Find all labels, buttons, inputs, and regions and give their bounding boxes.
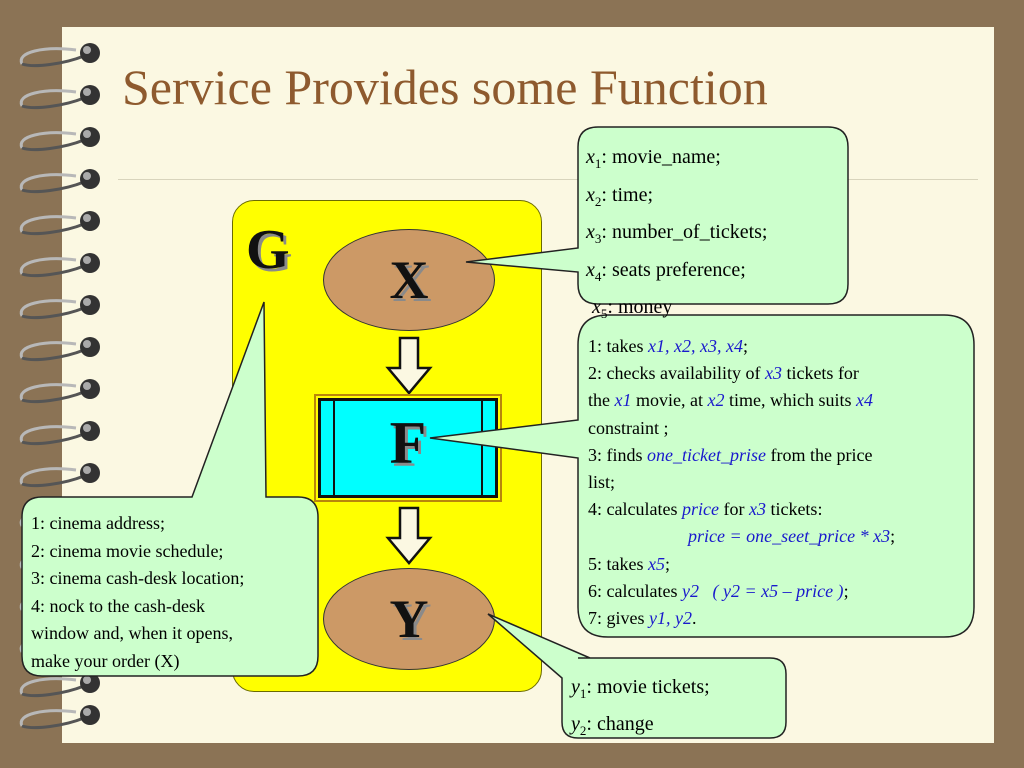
- input-item: x3: number_of_tickets;: [586, 221, 768, 246]
- environment-item: 3: cinema cash-desk location;: [31, 568, 245, 588]
- ring-icon: [19, 337, 100, 362]
- down-arrow-icon: [385, 336, 433, 395]
- environment-label: G: [246, 219, 290, 281]
- input-label: X: [389, 250, 429, 310]
- function-box-line: [333, 401, 335, 495]
- function-box-line: [481, 401, 483, 495]
- step-line: constraint ;: [588, 417, 669, 438]
- inputs-list: x1: movie_name; x2: time; x3: number_of_…: [586, 142, 767, 330]
- step-line: 3: finds one_ticket_prise from the price: [588, 444, 873, 465]
- ring-icon: [19, 169, 100, 194]
- step-line: 4: calculates price for x3 tickets:: [588, 499, 823, 520]
- step-line: 7: gives y1, y2.: [588, 608, 697, 629]
- function-label: F: [389, 410, 427, 476]
- outputs-callout: [487, 613, 787, 739]
- environment-item: make your order (X): [31, 650, 180, 671]
- step-line: 1: takes x1, x2, x3, x4;: [588, 336, 748, 356]
- ring-icon: [19, 253, 100, 278]
- step-line: 2: checks availability of x3 tickets for: [588, 363, 859, 384]
- outputs-list: y1: movie tickets; y2: change: [571, 672, 710, 746]
- output-oval: Y: [323, 568, 495, 670]
- ring-icon: [19, 421, 100, 446]
- down-arrow-icon: [385, 506, 433, 565]
- inputs-callout: [465, 126, 849, 305]
- output-item: y2: change: [571, 713, 654, 738]
- title-divider: [118, 179, 978, 180]
- function-callout: [429, 314, 975, 638]
- output-label: Y: [389, 589, 429, 649]
- step-line: 6: calculates y2 ( y2 = x5 – price );: [588, 580, 849, 601]
- ring-icon: [19, 85, 100, 110]
- step-line: the x1 movie, at x2 time, which suits x4: [588, 390, 873, 411]
- ring-icon: [19, 673, 100, 698]
- slide-title: Service Provides some Function: [122, 59, 768, 115]
- ring-icon: [19, 379, 100, 404]
- environment-list: 1: cinema address; 2: cinema movie sched…: [31, 510, 311, 675]
- ring-icon: [19, 211, 100, 236]
- input-item: x5: money: [592, 296, 673, 321]
- environment-item: 2: cinema movie schedule;: [31, 540, 224, 561]
- input-item: x2: time;: [586, 183, 654, 209]
- step-line: price = one_seet_price * x3;: [688, 526, 896, 547]
- environment-item: 4: nock to the cash-desk: [31, 595, 205, 616]
- environment-item: 1: cinema address;: [31, 513, 165, 533]
- output-item: y1: movie tickets;: [571, 676, 710, 701]
- ring-icon: [19, 295, 100, 320]
- function-box: F: [314, 394, 502, 502]
- step-line: 5: takes x5;: [588, 553, 671, 574]
- input-item: x1: movie_name;: [586, 146, 721, 171]
- ring-icon: [19, 127, 100, 152]
- step-line: list;: [588, 472, 616, 493]
- ring-icon: [19, 43, 100, 68]
- environment-callout: [21, 301, 319, 677]
- ring-icon: [19, 705, 100, 730]
- input-item: x4: seats preference;: [586, 258, 746, 284]
- function-steps: 1: takes x1, x2, x3, x4; 2: checks avail…: [588, 333, 958, 632]
- environment-item: window and, when it opens,: [31, 623, 233, 643]
- input-oval: X: [323, 229, 495, 331]
- ring-icon: [19, 463, 100, 488]
